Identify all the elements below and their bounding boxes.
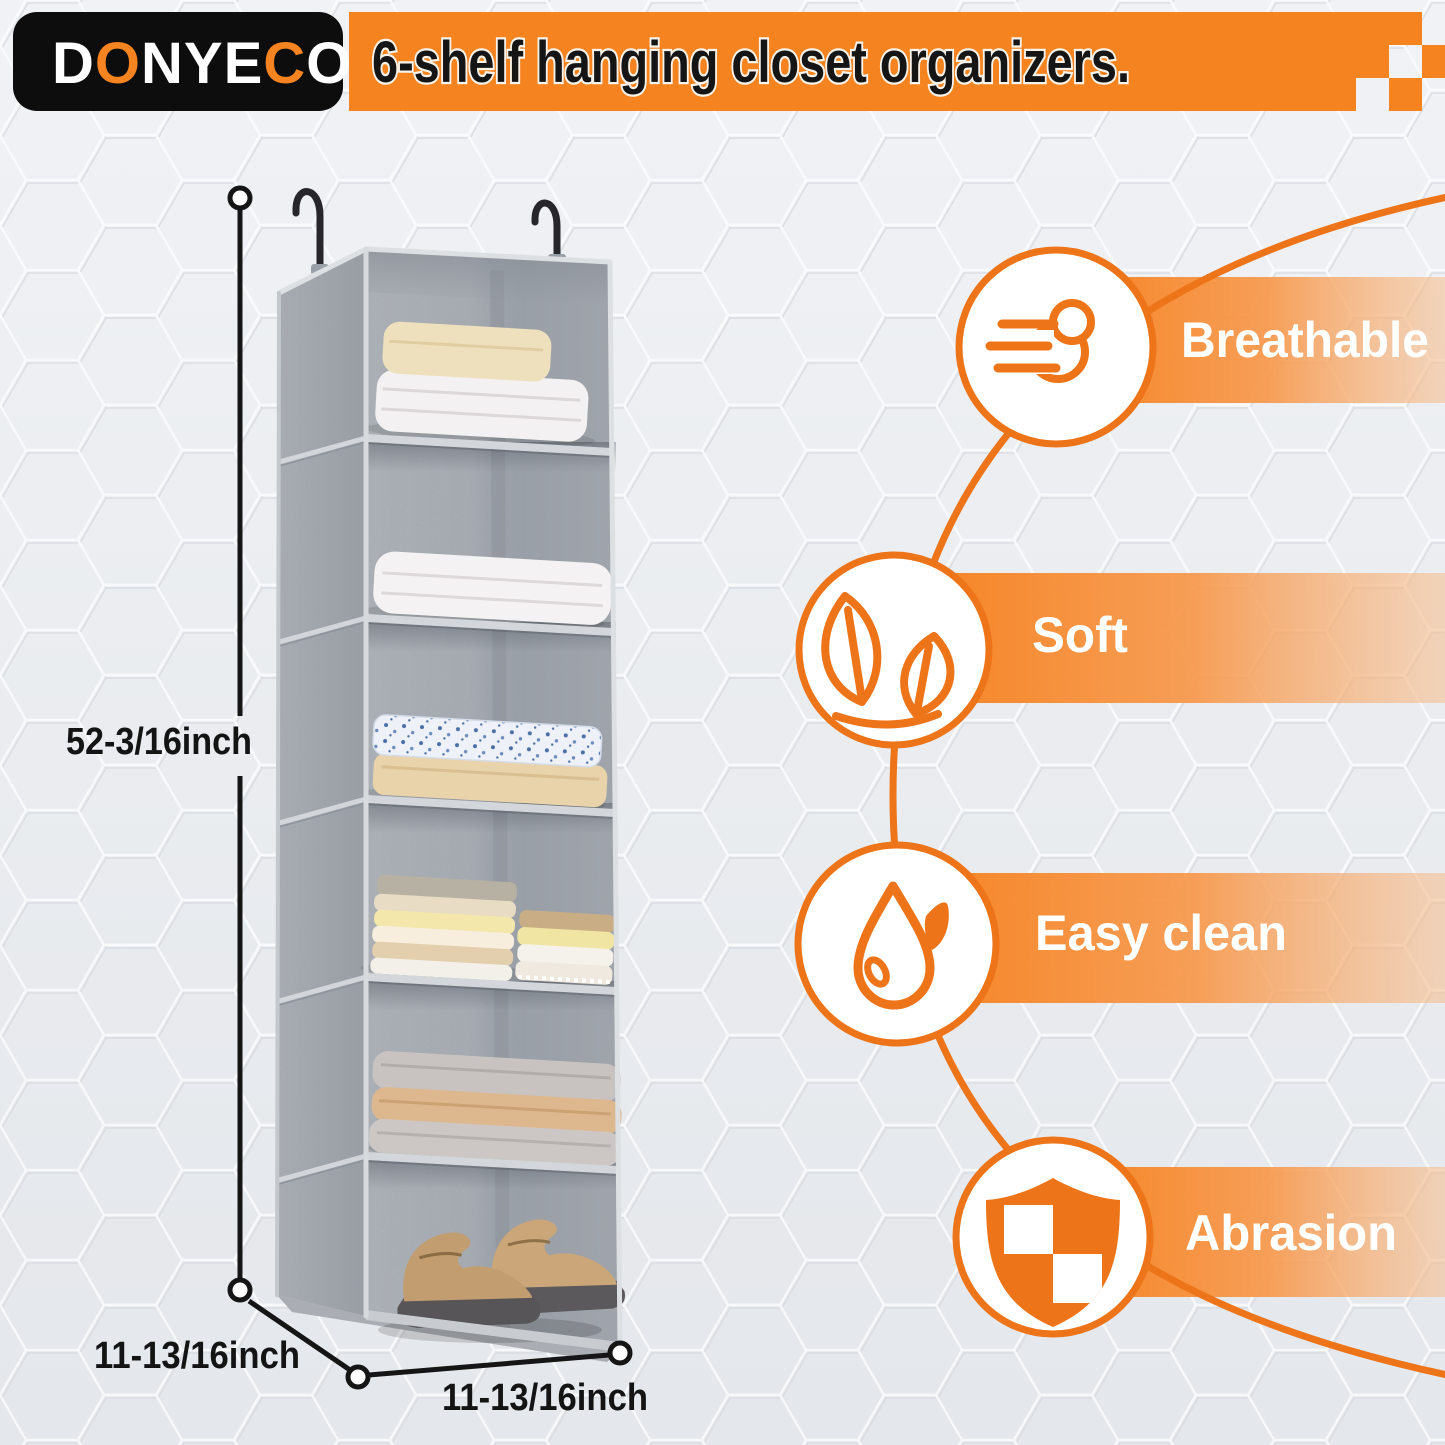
depth-dim-line bbox=[247, 1298, 352, 1373]
width-dim-label: 11-13/16inch bbox=[442, 1377, 648, 1419]
wind-cloud-icon bbox=[985, 299, 1095, 383]
hook-icon bbox=[292, 188, 324, 276]
feature-label-breathable: Breathable bbox=[1181, 312, 1429, 368]
cubby5-contents bbox=[368, 1051, 622, 1168]
width-dim-line bbox=[368, 1352, 610, 1378]
dim-endpoints bbox=[227, 185, 633, 1390]
hanger-hooks bbox=[292, 188, 561, 276]
edge-trims bbox=[275, 246, 623, 1351]
leaves-icon bbox=[821, 592, 955, 729]
feature-label-easy-clean: Easy clean bbox=[1035, 905, 1287, 961]
banner-checker-edge bbox=[1356, 12, 1445, 111]
feature-labels: Breathable Soft Easy clean Abrasion bbox=[1032, 312, 1429, 1261]
water-drop-icon bbox=[853, 881, 949, 1010]
cubby2-contents bbox=[365, 551, 613, 629]
brand-logo-box bbox=[13, 12, 343, 111]
shield-icon bbox=[986, 1178, 1120, 1327]
brand-logo-text: DONYECO bbox=[52, 31, 352, 96]
shelf-edges bbox=[365, 434, 620, 1352]
dimension-annotations bbox=[227, 185, 633, 1390]
feature-icons bbox=[794, 246, 1157, 1338]
depth-dim-label: 11-13/16inch bbox=[94, 1335, 300, 1377]
dimension-labels: 52-3/16inch 11-13/16inch 11-13/16inch bbox=[66, 721, 648, 1419]
title-banner bbox=[349, 12, 1356, 111]
organizer-product bbox=[275, 188, 625, 1362]
feature-label-abrasion: Abrasion bbox=[1185, 1205, 1397, 1261]
height-dim-label: 52-3/16inch bbox=[66, 721, 252, 763]
cubby4-contents bbox=[360, 874, 616, 985]
side-panel-seams bbox=[276, 435, 369, 1185]
hook-icon bbox=[531, 199, 561, 266]
feature-circle-easy-clean bbox=[794, 841, 1000, 1047]
cubby3-contents bbox=[365, 714, 608, 811]
feature-connector-arc bbox=[889, 193, 1445, 1379]
page-title: 6-shelf hanging closet organizers. bbox=[372, 30, 1130, 95]
header: DONYECO 6-shelf hanging closet organizer… bbox=[13, 12, 1445, 111]
cubby1-contents bbox=[365, 321, 595, 447]
feature-label-soft: Soft bbox=[1032, 607, 1128, 663]
